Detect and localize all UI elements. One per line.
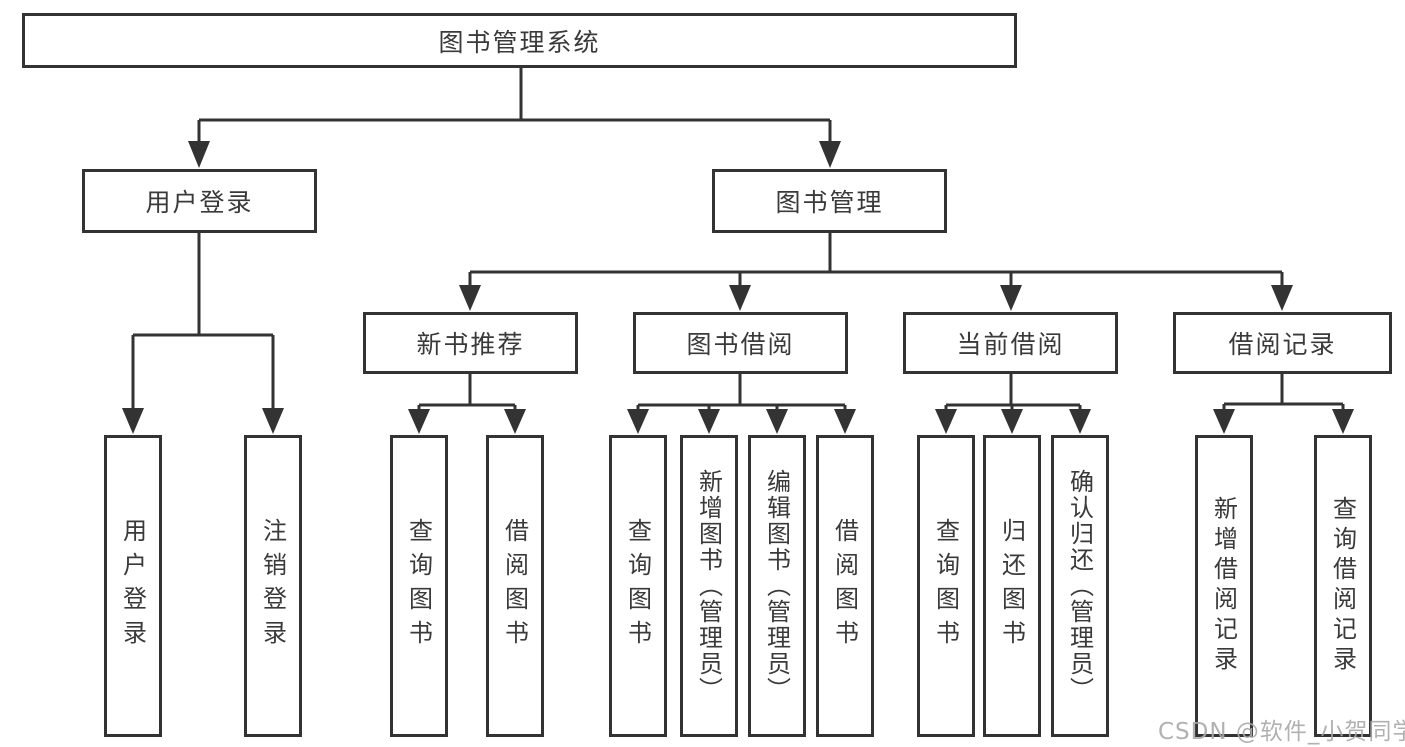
- leaf-edit-book-admin: 编辑图书（管理员）: [748, 435, 806, 737]
- node-new-book-recommendation: 新书推荐: [363, 312, 578, 374]
- leaf-add-borrow-record: 新增借阅记录: [1195, 435, 1253, 737]
- leaf-return-book: 归还图书: [983, 435, 1041, 737]
- leaf-logout: 注销登录: [244, 435, 302, 737]
- node-root-library-system: 图书管理系统: [22, 13, 1017, 68]
- leaf-query-books-current: 查询图书: [917, 435, 975, 737]
- csdn-watermark: CSDN @软件_小贺同学: [1158, 719, 1405, 745]
- node-current-borrowing: 当前借阅: [903, 312, 1118, 374]
- node-book-borrowing: 图书借阅: [633, 312, 848, 374]
- leaf-query-books-borrowing: 查询图书: [609, 435, 667, 737]
- node-user-login: 用户登录: [82, 169, 317, 233]
- leaf-query-books-recommendation: 查询图书: [390, 435, 448, 737]
- leaf-borrow-books-borrowing: 借阅图书: [816, 435, 874, 737]
- leaf-query-borrow-record: 查询借阅记录: [1314, 435, 1372, 737]
- leaf-user-login: 用户登录: [104, 435, 162, 737]
- leaf-add-book-admin: 新增图书（管理员）: [680, 435, 738, 737]
- leaf-borrow-books-recommendation: 借阅图书: [486, 435, 544, 737]
- node-borrowing-records: 借阅记录: [1173, 312, 1392, 374]
- node-book-management: 图书管理: [712, 169, 947, 233]
- leaf-confirm-return-admin: 确认归还（管理员）: [1051, 435, 1109, 737]
